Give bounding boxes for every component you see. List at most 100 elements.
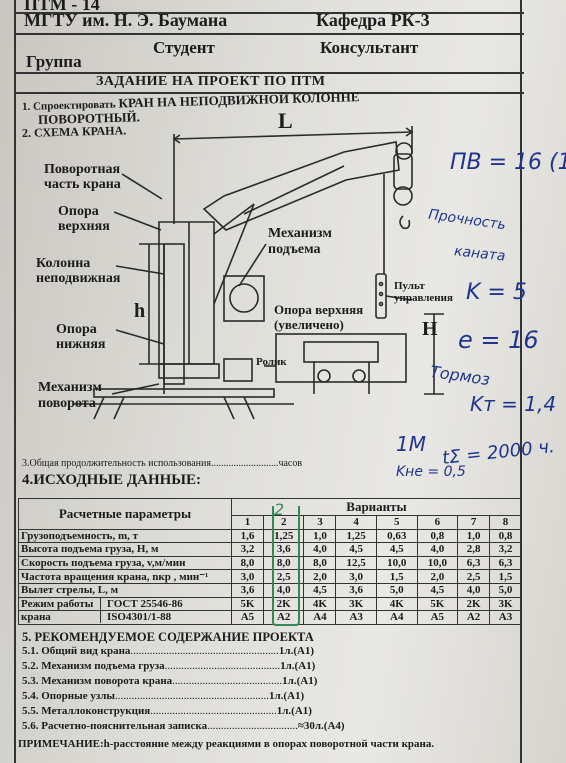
input-data-title: 4.ИСХОДНЫЕ ДАННЫЕ:	[22, 472, 202, 488]
param-value: 4,5	[303, 583, 337, 598]
label-lifting-mechanism: Механизм подъема	[268, 226, 332, 258]
param-value: 4,0	[416, 542, 459, 557]
label-lower-line1: Опора	[56, 322, 97, 337]
iso-mode-value: A5	[416, 610, 459, 625]
recommend-item-value: 1л.(А1)	[278, 645, 315, 657]
label-rotating-line2: часть крана	[44, 177, 121, 192]
param-value: 1,6	[231, 528, 264, 543]
variant-cell: 6	[416, 515, 459, 530]
variant-cell: 7	[457, 515, 491, 530]
param-value: 5,0	[375, 583, 418, 598]
param-value: 3,0	[231, 569, 264, 584]
label-upper-line2: верхняя	[58, 219, 110, 234]
label-rotmech-line2: поворота	[38, 396, 96, 411]
head-params: Расчетные параметры	[18, 498, 232, 530]
label-upper-support-zoom: Опора верхняя (увеличено)	[274, 302, 363, 332]
group-label: Группа	[26, 52, 82, 71]
label-liftmech-line1: Механизм	[268, 226, 332, 241]
label-control-panel: Пульт управления	[394, 280, 453, 304]
duration-text: 3.Общая продолжительность использования	[22, 458, 211, 469]
recommend-item: 5.4. Опорные узлы.......................…	[22, 690, 432, 702]
param-value: 1,0	[303, 528, 337, 543]
param-value: 0,8	[416, 528, 459, 543]
label-upper-zoom-line2: (увеличено)	[274, 317, 344, 332]
param-value: 4,0	[303, 542, 337, 557]
param-value: 10,0	[416, 555, 459, 570]
param-value: 2,5	[457, 569, 491, 584]
hw-kt: Kт = 1,4	[470, 392, 557, 416]
department-name: Кафедра РК-3	[316, 10, 430, 30]
label-lower-support: Опора нижняя	[56, 322, 106, 352]
variant-cell: 5	[375, 515, 418, 530]
gost-mode-value: 2K	[457, 596, 491, 611]
label-liftmech-line2: подъема	[268, 242, 321, 257]
iso-mode-value: A3	[335, 610, 377, 625]
param-value: 3,2	[231, 542, 264, 557]
label-pult-line2: управления	[394, 292, 453, 304]
doc-code: ПТМ - 14	[24, 0, 100, 14]
gost-mode-value: 3K	[335, 596, 377, 611]
label-roller: Ролик	[256, 356, 287, 368]
param-value: 10,0	[375, 555, 418, 570]
iso-mode-value: A4	[303, 610, 337, 625]
gost-mode-value: 4K	[375, 596, 418, 611]
recommend-item-value: 1л.(А1)	[269, 690, 305, 702]
param-value: 12,5	[335, 555, 377, 570]
recommend-item-dots: ........................................…	[150, 705, 277, 717]
mode-label: Режим работы	[19, 597, 101, 610]
hw-pv: ПВ = 16 (15) %	[450, 150, 566, 175]
param-value: 4,0	[457, 583, 491, 598]
label-lower-line2: нижняя	[56, 337, 106, 352]
recommend-item-value: 1л.(А1)	[282, 675, 318, 687]
university-name: МГТУ им. Н. Э. Баумана	[24, 10, 228, 30]
param-label: Частота вращения крана, nкр , мин⁻¹	[18, 569, 232, 584]
param-value: 1,5	[375, 569, 418, 584]
recommend-item-value: 1л.(А1)	[276, 705, 312, 717]
param-value: 2,0	[303, 569, 337, 584]
table-head-row: Расчетные параметры Варианты	[18, 498, 522, 530]
consultant-label: Консультант	[320, 38, 419, 57]
head-variants: Варианты	[231, 498, 522, 516]
param-value: 5,0	[489, 583, 522, 598]
recommend-item-text: 5.6. Расчетно-пояснительная записка	[22, 720, 208, 732]
param-value: 4,5	[335, 542, 377, 557]
duration-line: 3.Общая продолжительность использования.…	[22, 458, 302, 469]
label-column-line2: неподвижная	[36, 271, 121, 286]
label-upper-line1: Опора	[58, 204, 99, 219]
recommend-item-dots: ........................................…	[130, 645, 279, 657]
param-value: 6,3	[457, 555, 491, 570]
gost-mode-value: 4K	[303, 596, 337, 611]
hw-1m: 1М	[396, 432, 426, 456]
recommend-item: 5.1. Общий вид крана....................…	[22, 645, 432, 657]
recommend-item: 5.3. Механизм поворота крана............…	[22, 675, 432, 687]
duration-dots: ...........................	[210, 458, 279, 469]
variant-cell: 3	[303, 515, 337, 530]
iso-standard: ISO4301/1-88	[107, 611, 172, 624]
param-value: 4,5	[416, 583, 459, 598]
param-value: 2,8	[457, 542, 491, 557]
param-value: 2,0	[416, 569, 459, 584]
duration-unit: часов	[278, 458, 303, 469]
parameters-table: Расчетные параметры Варианты 1 2 3 4 5 6…	[18, 498, 522, 625]
param-value: 3,6	[231, 583, 264, 598]
recommend-item-dots: .................................	[207, 720, 298, 732]
iso-mode-value: A3	[489, 610, 522, 625]
param-label: Вылет стрелы, L, м	[18, 583, 232, 598]
variants-row: 1 2 3 4 5 6 7 8	[19, 515, 522, 530]
footnote: ПРИМЕЧАНИЕ:h-расстояние между реакциями …	[18, 738, 435, 750]
param-value: 1,25	[335, 528, 377, 543]
param-value: 4,5	[375, 542, 418, 557]
label-rotating-line1: Поворотная	[44, 162, 121, 177]
recommend-item: 5.5. Металлоконструкция.................…	[22, 705, 432, 717]
param-value: 1,0	[457, 528, 491, 543]
recommend-title: 5. РЕКОМЕНДУЕМОЕ СОДЕРЖАНИЕ ПРОЕКТА	[22, 630, 314, 644]
recommend-item-text: 5.3. Механизм поворота крана	[22, 675, 173, 687]
gost-mode-value: 5K	[231, 596, 264, 611]
